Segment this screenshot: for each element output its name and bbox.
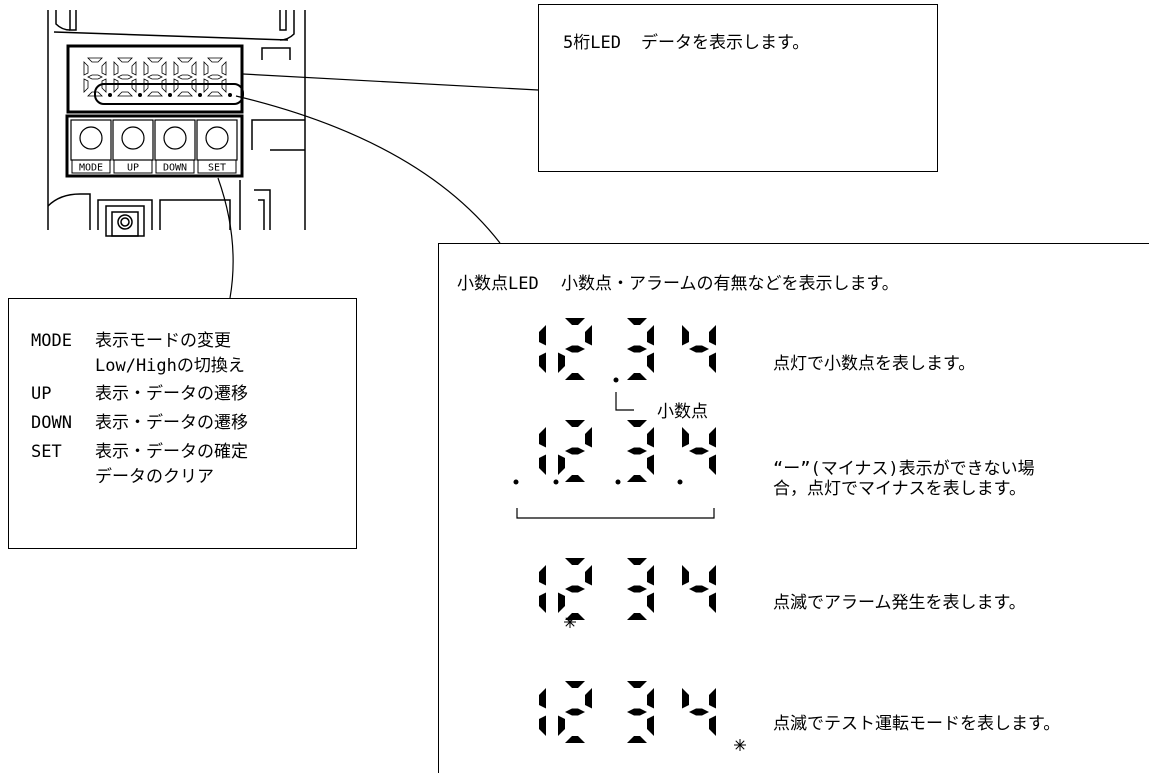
row3-digit-1 [539, 565, 546, 613]
mini-digit-2 [113, 57, 137, 97]
row3-desc: 点滅でアラーム発生を表します。 [773, 593, 1026, 613]
key-mode-desc-2: Low/Highの切換え [95, 356, 245, 376]
button-circle [163, 126, 187, 150]
button-circle [121, 126, 145, 150]
decimal-callout-desc: 小数点・アラームの有無などを表示します。 [561, 274, 899, 294]
row2-desc-line1: “ー”(マイナス)表示ができない場 [773, 459, 1035, 479]
button-circle [205, 126, 229, 150]
row2-decimal-point-4 [677, 479, 683, 485]
row4-desc: 点滅でテスト運転モードを表します。 [773, 714, 1061, 734]
row4-blink-star [734, 739, 746, 751]
row4-digit-4 [682, 688, 716, 736]
led-window [66, 44, 244, 114]
key-down-name: DOWN [31, 413, 72, 433]
row1-digit-1 [539, 325, 546, 373]
down-button[interactable]: DOWN [154, 119, 196, 174]
decimal-example-digits [513, 318, 746, 751]
row3-digit-3 [627, 558, 654, 620]
row1-digit-3 [627, 318, 654, 380]
key-buttons: MODE UP DOWN SET [70, 119, 238, 174]
row2-decimal-point-3 [615, 479, 621, 485]
mini-digit-5 [203, 57, 227, 97]
up-key-label: UP [127, 163, 139, 174]
mini-decimal-point [198, 93, 202, 97]
minus-bracket [516, 508, 715, 519]
set-key-label: SET [208, 163, 226, 174]
row4-digit-3 [627, 681, 654, 743]
key-down-desc: 表示・データの遷移 [95, 413, 248, 433]
row4-digit-2 [558, 681, 592, 743]
key-up-name: UP [31, 384, 52, 404]
keys-callout: MODE 表示モードの変更 Low/Highの切換え UP 表示・データの遷移 … [8, 298, 357, 549]
key-up-desc: 表示・データの遷移 [95, 384, 248, 404]
row1-digit-2 [558, 318, 592, 380]
set-button[interactable]: SET [196, 119, 238, 174]
mini-led-digits [83, 57, 232, 97]
mini-decimal-point [108, 93, 112, 97]
row4-digit-1 [539, 688, 546, 736]
row1-desc: 点灯で小数点を表します。 [773, 354, 976, 374]
mini-decimal-point [168, 93, 172, 97]
row2-desc-line2: 合，点灯でマイナスを表します。 [773, 479, 1026, 499]
mini-decimal-point [138, 93, 142, 97]
decimal-callout: 小数点LED 小数点・アラームの有無などを表示します。 点灯で小数点を表します。… [438, 243, 1149, 773]
row3-blink-star [564, 616, 576, 628]
key-mode-desc-1: 表示モードの変更 [95, 331, 231, 351]
mode-key-label: MODE [79, 163, 103, 174]
leader-line-keys [217, 177, 234, 299]
key-set-desc-1: 表示・データの確定 [95, 442, 248, 462]
row1-decimal-point [613, 377, 619, 383]
mini-digit-4 [173, 57, 197, 97]
up-button[interactable]: UP [112, 119, 154, 174]
key-panel [65, 114, 244, 178]
mini-digit-3 [143, 57, 167, 97]
mode-button[interactable]: MODE [70, 119, 112, 174]
down-key-label: DOWN [163, 163, 187, 174]
led-callout: 5桁LED データを表示します。 [538, 4, 938, 172]
mini-decimal-point [228, 93, 232, 97]
row1-digit-4 [682, 325, 716, 373]
mini-digit-1 [83, 57, 107, 97]
device-housing [47, 10, 306, 237]
leader-line-led [242, 73, 539, 91]
leader-line-decimal [235, 95, 501, 244]
key-set-desc-2: データのクリア [95, 467, 214, 487]
row2-digit-2 [558, 420, 592, 482]
row3-digit-4 [682, 565, 716, 613]
led-callout-title: 5桁LED [563, 33, 621, 53]
row2-digit-3 [627, 420, 654, 482]
led-callout-desc: データを表示します。 [641, 33, 810, 53]
row2-decimal-point-2 [553, 479, 559, 485]
key-set-name: SET [31, 442, 62, 462]
decimal-led-highlight [94, 83, 244, 105]
row2-digit-4 [682, 427, 716, 475]
decimal-callout-title: 小数点LED [457, 274, 539, 294]
row3-digit-2 [558, 558, 592, 620]
decimal-point-label: 小数点 [657, 402, 708, 422]
button-circle [79, 126, 103, 150]
row2-decimal-point-1 [513, 479, 519, 485]
decimal-point-pointer [615, 392, 634, 411]
row2-digit-1 [539, 427, 546, 475]
key-mode-name: MODE [31, 331, 72, 351]
